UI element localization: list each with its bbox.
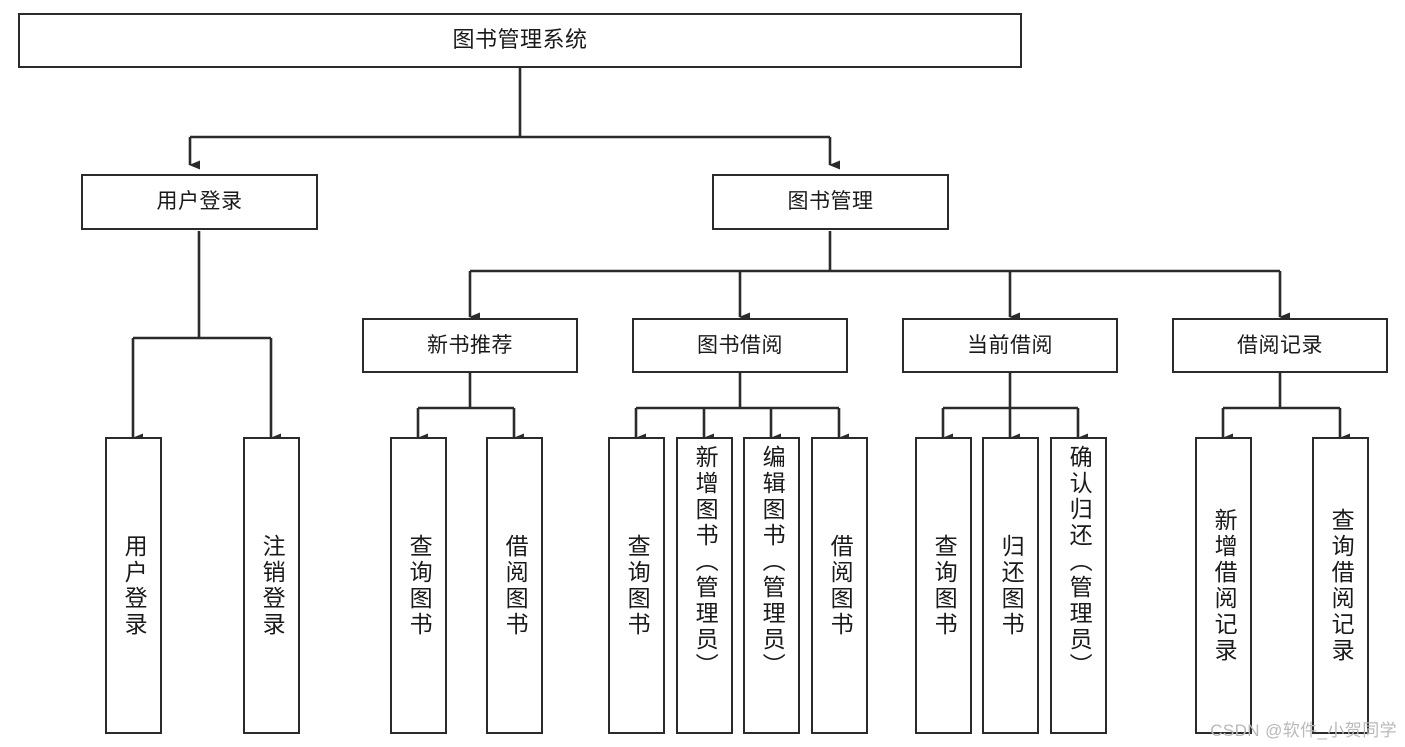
leaf-new-book-borrow-book[interactable]: 借阅图书 — [486, 437, 543, 734]
node-label: 查询图书 — [931, 533, 958, 638]
node-label: 确认归还（管理员） — [1066, 445, 1093, 679]
node-label: 图书借阅 — [697, 333, 783, 357]
node-book-management[interactable]: 图书管理 — [712, 174, 949, 230]
node-label: 新增图书（管理员） — [692, 445, 719, 679]
leaf-user-login-logout[interactable]: 注销登录 — [243, 437, 300, 734]
node-label: 当前借阅 — [967, 333, 1053, 357]
node-label: 注销登录 — [259, 533, 286, 638]
leaf-book-borrow-query-book[interactable]: 查询图书 — [608, 437, 665, 734]
leaf-book-borrow-borrow-book[interactable]: 借阅图书 — [811, 437, 868, 734]
node-label: 编辑图书（管理员） — [759, 445, 786, 679]
leaf-book-borrow-add-book[interactable]: 新增图书（管理员） — [676, 437, 733, 734]
leaf-borrow-records-query-record[interactable]: 查询借阅记录 — [1312, 437, 1369, 734]
node-current-borrow[interactable]: 当前借阅 — [902, 318, 1118, 373]
node-label: 图书管理系统 — [452, 27, 588, 53]
node-label: 用户登录 — [156, 190, 243, 214]
node-label: 查询图书 — [624, 533, 651, 638]
leaf-book-borrow-edit-book[interactable]: 编辑图书（管理员） — [743, 437, 800, 734]
leaf-borrow-records-add-record[interactable]: 新增借阅记录 — [1195, 437, 1252, 734]
node-new-book-recommend[interactable]: 新书推荐 — [362, 318, 578, 373]
node-label: 用户登录 — [121, 533, 148, 638]
node-label: 图书管理 — [787, 190, 874, 214]
node-borrow-records[interactable]: 借阅记录 — [1172, 318, 1388, 373]
node-label: 借阅记录 — [1237, 333, 1323, 357]
leaf-current-borrow-confirm-return[interactable]: 确认归还（管理员） — [1050, 437, 1107, 734]
node-label: 查询借阅记录 — [1328, 507, 1355, 664]
leaf-new-book-query-book[interactable]: 查询图书 — [390, 437, 447, 734]
node-label: 查询图书 — [406, 533, 433, 638]
node-book-borrow[interactable]: 图书借阅 — [632, 318, 848, 373]
node-label: 新书推荐 — [427, 333, 513, 357]
node-label: 借阅图书 — [502, 533, 529, 638]
watermark: CSDN @软件_小贺同学 — [1210, 721, 1397, 740]
node-label: 借阅图书 — [827, 533, 854, 638]
node-user-login[interactable]: 用户登录 — [81, 174, 318, 230]
leaf-user-login-login[interactable]: 用户登录 — [105, 437, 162, 734]
node-root-system[interactable]: 图书管理系统 — [18, 13, 1022, 68]
leaf-current-borrow-query-book[interactable]: 查询图书 — [915, 437, 972, 734]
node-label: 新增借阅记录 — [1211, 507, 1238, 664]
leaf-current-borrow-return-book[interactable]: 归还图书 — [982, 437, 1039, 734]
node-label: 归还图书 — [998, 533, 1025, 638]
